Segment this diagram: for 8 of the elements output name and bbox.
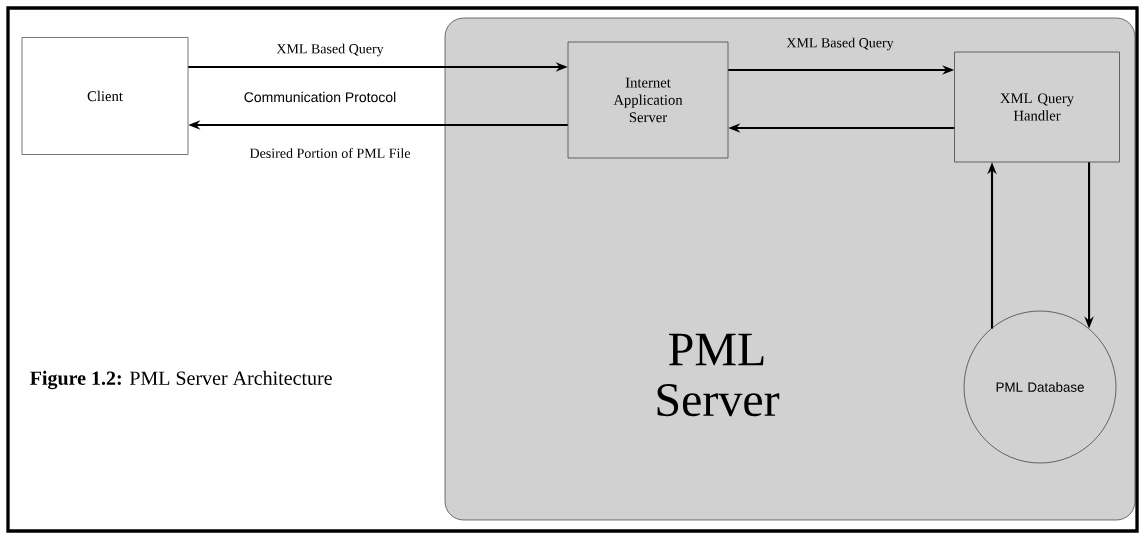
- handler-box: XML Query Handler: [954, 51, 1120, 163]
- edge-label: XML Based Query: [276, 43, 384, 57]
- client-box: Client: [21, 37, 189, 155]
- protocol-label: Communication Protocol: [244, 91, 396, 103]
- caption: Figure 1.2: PML Server Architecture: [30, 370, 332, 390]
- edge-label: Desired Portion of PML File: [249, 148, 410, 158]
- edge-label: XML Based Query: [786, 37, 894, 51]
- server-box: Internet Application Server: [567, 41, 729, 159]
